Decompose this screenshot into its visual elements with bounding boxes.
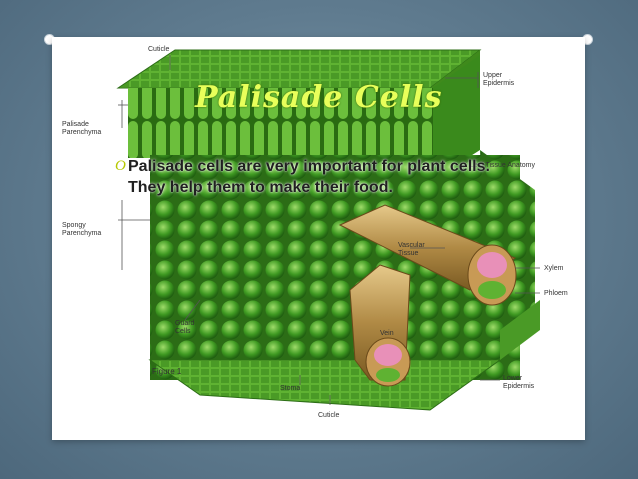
label-xylem: Xylem <box>544 265 564 272</box>
label-leaf-anatomy: Leaf Tissue Anatomy <box>470 162 535 169</box>
label-cuticle-top: Cuticle <box>148 46 170 53</box>
lower-epidermis <box>148 359 502 411</box>
label-stoma: Stoma <box>280 385 301 392</box>
bullet-marker: O <box>115 158 126 174</box>
slide-title: Palisade Cells <box>195 80 443 115</box>
label-upper-epidermis: Upper Epidermis <box>483 72 515 87</box>
label-vascular-tissue: Vascular Tissue <box>398 242 425 257</box>
label-guard-cells: Guard Cells <box>175 320 195 335</box>
label-lower-epidermis: Lower Epidermis <box>503 375 535 390</box>
label-figure: Figure 1 <box>152 367 182 376</box>
bullet-text: Palisade cells are very important for pl… <box>128 158 490 196</box>
label-spongy-parenchyma: Spongy Parenchyma <box>62 222 102 237</box>
label-palisade-parenchyma: Palisade Parenchyma <box>62 121 102 136</box>
phloem-end <box>478 281 506 299</box>
vein-xylem <box>374 344 402 366</box>
xylem-end <box>477 252 507 278</box>
palisade-layer-side <box>433 55 480 180</box>
label-vein: Vein <box>380 330 394 337</box>
lower-epidermis-right <box>500 300 540 360</box>
label-phloem: Phloem <box>544 290 568 297</box>
palisade-layer <box>128 88 433 158</box>
bullet-item: O Palisade cells are very important for … <box>115 156 510 198</box>
label-cuticle-bottom: Cuticle <box>318 412 340 419</box>
vein-phloem <box>376 368 400 382</box>
